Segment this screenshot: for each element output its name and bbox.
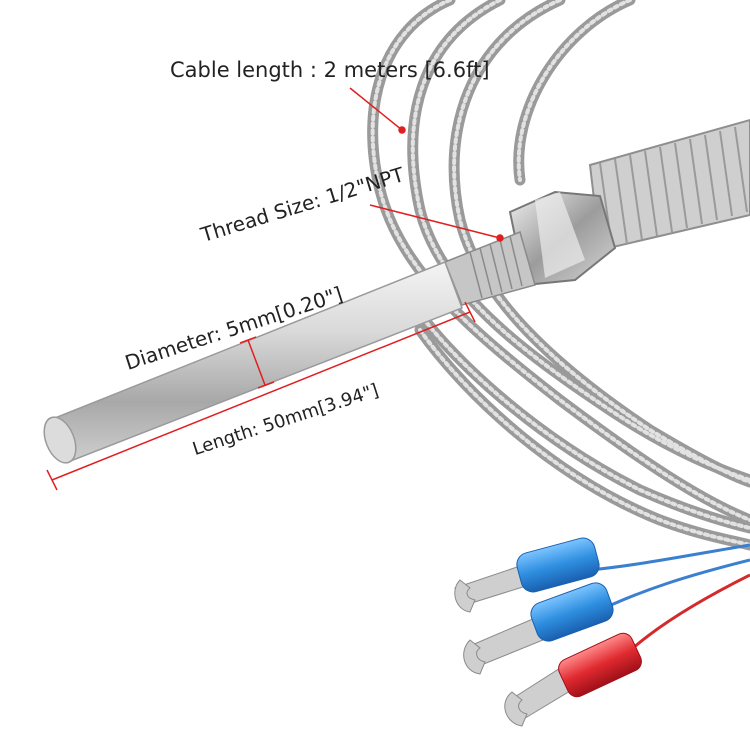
threaded-stem bbox=[444, 230, 536, 306]
cable-length-label: Cable length : 2 meters [6.6ft] bbox=[170, 58, 490, 82]
probe-sheath bbox=[43, 261, 463, 464]
spade-terminal-1 bbox=[454, 537, 600, 613]
cable-length-pointer bbox=[349, 87, 403, 131]
annotation-lines bbox=[46, 87, 504, 491]
spade-terminal-3 bbox=[504, 632, 642, 727]
braided-cable bbox=[367, 0, 750, 551]
spade-terminal-2 bbox=[463, 582, 614, 675]
thread-size-pointer bbox=[369, 204, 501, 239]
length-dimension bbox=[51, 311, 471, 481]
spring-sleeve bbox=[588, 118, 750, 252]
thread-fitting bbox=[444, 118, 750, 306]
diameter-dimension bbox=[247, 339, 266, 386]
